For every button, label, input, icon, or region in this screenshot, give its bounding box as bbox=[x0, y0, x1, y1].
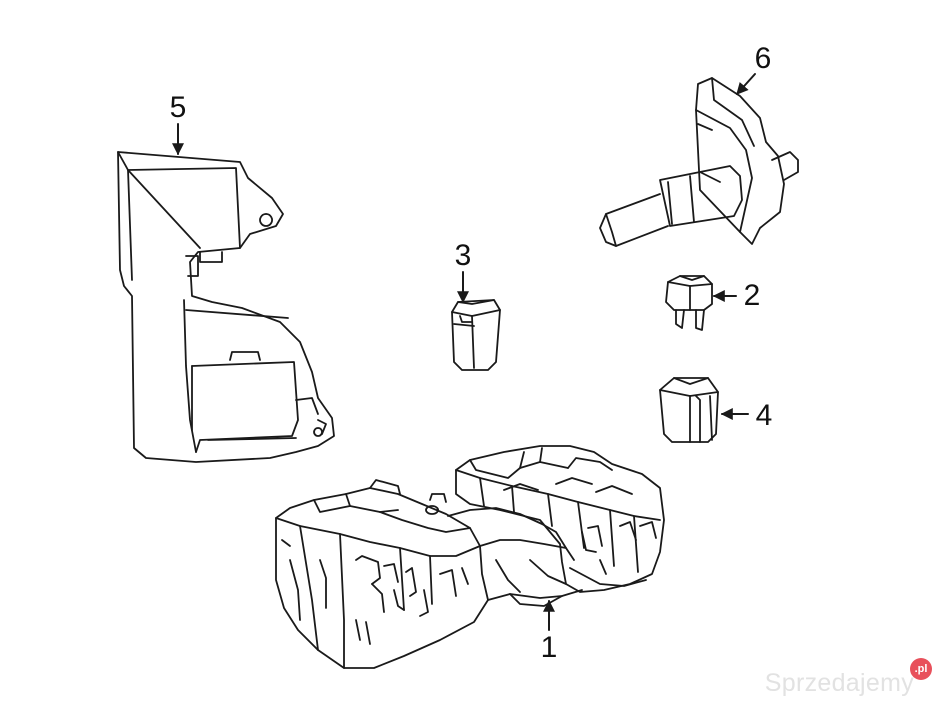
callout-3: 3 bbox=[454, 239, 472, 272]
part-5-cover bbox=[117, 151, 335, 463]
arrow-6 bbox=[736, 73, 756, 95]
part-6-holder bbox=[599, 77, 799, 247]
part-1-fuse-box bbox=[275, 445, 665, 669]
watermark-text: Sprzedajemy bbox=[764, 669, 914, 697]
leader-arrows bbox=[172, 73, 756, 631]
callout-5: 5 bbox=[169, 91, 187, 124]
part-4-fuse bbox=[659, 377, 719, 443]
part-3-relay bbox=[451, 299, 501, 371]
part-2-fuse bbox=[665, 275, 713, 331]
callout-6: 6 bbox=[754, 42, 772, 75]
callout-2: 2 bbox=[743, 279, 761, 312]
watermark-badge: .pl bbox=[910, 658, 932, 680]
callout-1: 1 bbox=[540, 631, 558, 664]
callout-4: 4 bbox=[755, 399, 773, 432]
